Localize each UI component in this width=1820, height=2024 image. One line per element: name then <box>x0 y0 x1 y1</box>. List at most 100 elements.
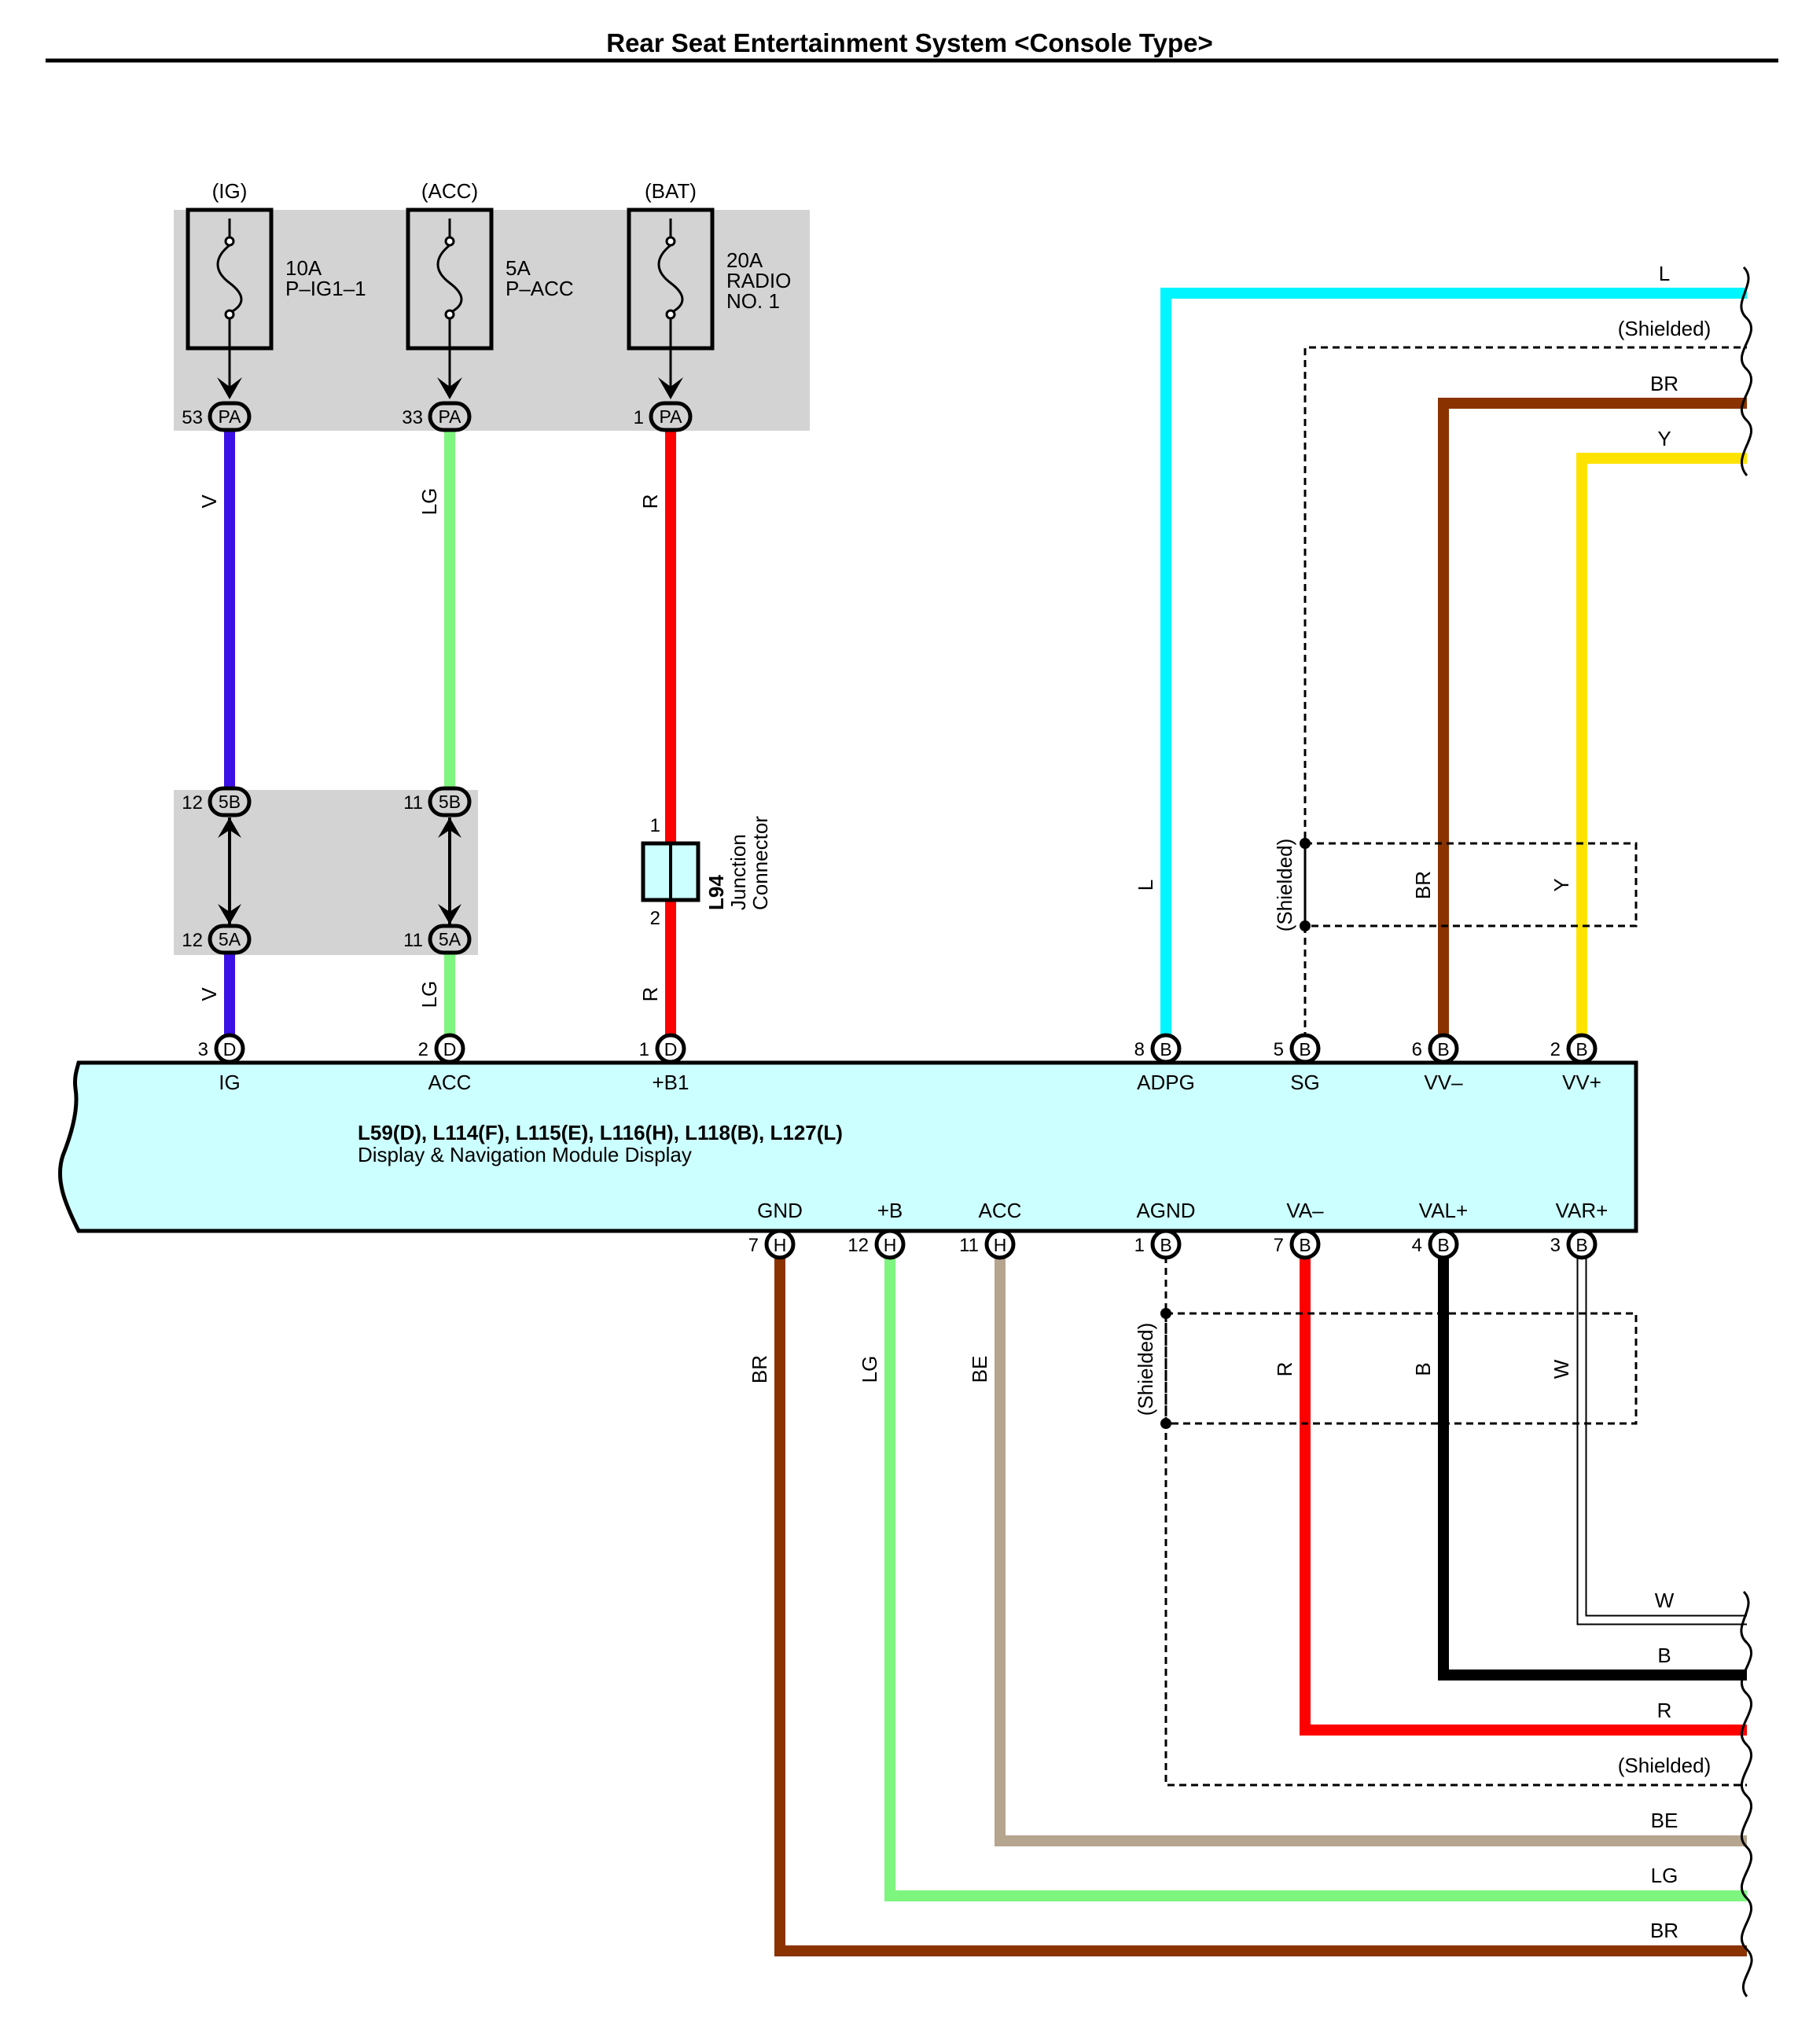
wire-r-va <box>1300 1256 1747 1736</box>
terminal-pin: 1 <box>1134 1235 1145 1256</box>
shield-upper <box>1303 346 1747 1039</box>
terminal-conn: H <box>884 1235 897 1255</box>
wire-br-gnd <box>774 1256 1747 1956</box>
wire-b-val <box>1438 1256 1747 1681</box>
terminal-name: ACC <box>428 1071 472 1094</box>
terminal-conn: D <box>443 1039 457 1060</box>
fuse-terminal <box>665 309 676 320</box>
wire-label-l: L <box>1134 880 1157 891</box>
module-ids: L59(D), L114(F), L115(E), L116(H), L118(… <box>358 1121 843 1144</box>
connector-id: L94 <box>704 875 728 910</box>
fuse-rating: 10A <box>285 256 322 280</box>
connector-code: PA <box>439 406 462 427</box>
connector-name: Connector <box>748 816 772 910</box>
connector-pin: 1 <box>634 407 644 428</box>
terminal-pin: 4 <box>1412 1235 1422 1256</box>
wire-label-lg: LG <box>858 1356 881 1383</box>
fuse-rating: 5A <box>506 256 531 280</box>
shield-node <box>1300 920 1311 931</box>
arrow-icon <box>658 377 683 399</box>
fuse-rating: 20A <box>726 248 763 272</box>
terminal-pin: 3 <box>1550 1235 1561 1256</box>
terminal-conn: B <box>1160 1235 1171 1255</box>
connector-code: 5B <box>439 792 461 812</box>
terminal-vv-minus: B 6 VV– <box>1412 1033 1463 1094</box>
terminal-pin: 1 <box>639 1039 649 1060</box>
module-body <box>57 1060 1638 1233</box>
right-wire-label-br: BR <box>1650 1919 1678 1942</box>
terminal-adpg: B 8 ADPG <box>1134 1033 1195 1094</box>
terminal-acc-h: ACC H 11 <box>959 1199 1021 1260</box>
terminal-pin: 7 <box>1274 1235 1284 1256</box>
arrow-icon <box>218 817 241 838</box>
wire-label-r: R <box>638 987 662 1002</box>
terminal-conn: B <box>1299 1235 1311 1255</box>
wire-break-icon <box>1740 266 1753 476</box>
terminal-conn: H <box>994 1235 1007 1255</box>
module-name: Display & Navigation Module Display <box>358 1143 692 1166</box>
terminal-plus-b: +B H 12 <box>847 1199 906 1260</box>
terminal-conn: B <box>1437 1235 1449 1255</box>
right-wire-label-w: W <box>1655 1589 1675 1612</box>
terminal-pin: 3 <box>198 1039 208 1060</box>
shield-box-lower <box>1164 1312 1638 1425</box>
junction-connector-l94: 1 2 L94 Junction Connector <box>641 815 772 929</box>
right-wire-label-shielded: (Shielded) <box>1618 317 1712 340</box>
terminal-ig: D 3 IG <box>198 1033 245 1094</box>
terminal-name: +B1 <box>653 1071 689 1094</box>
wire-label-r: R <box>1273 1362 1296 1377</box>
shield-node <box>1160 1308 1171 1319</box>
connector-pin: 1 <box>650 815 660 836</box>
terminal-name: VAR+ <box>1556 1199 1609 1222</box>
right-wire-label-lg: LG <box>1651 1864 1678 1887</box>
terminal-name: SG <box>1290 1071 1320 1094</box>
terminal-name: VV– <box>1424 1071 1463 1094</box>
terminal-pin: 2 <box>1550 1039 1561 1060</box>
wire-label-y: Y <box>1550 878 1573 891</box>
fuse-element <box>436 244 463 314</box>
fuse-bat: (BAT) 20A RADIO NO. 1 <box>627 179 791 399</box>
connector-pa-1: PA 1 <box>634 401 693 432</box>
fuse-supply-label: (IG) <box>212 179 248 203</box>
terminal-val-plus: VAL+ B 4 <box>1412 1199 1468 1260</box>
wire-label-br: BR <box>1411 871 1435 899</box>
terminal-pin: 5 <box>1274 1039 1284 1060</box>
connector-pa-33: PA 33 <box>402 401 472 432</box>
terminal-name: IG <box>219 1071 240 1094</box>
arrow-icon <box>438 817 461 838</box>
fuse-terminal <box>665 236 676 247</box>
connector-pin: 12 <box>182 792 203 814</box>
terminal-va-minus: VA– B 7 <box>1274 1199 1324 1260</box>
shield-box-upper <box>1303 842 1638 928</box>
arrow-icon <box>437 377 462 399</box>
terminal-vv-plus: B 2 VV+ <box>1550 1033 1601 1094</box>
connector-pin: 33 <box>402 407 423 428</box>
wire-l <box>1160 288 1747 1039</box>
shield-node <box>1300 838 1311 849</box>
right-wire-label-b: B <box>1657 1644 1671 1667</box>
right-wire-label-y: Y <box>1657 427 1671 450</box>
fuse-name: P–IG1–1 <box>285 277 366 300</box>
diagram-title: Rear Seat Entertainment System <Console … <box>606 28 1213 57</box>
shield-node <box>1160 1418 1171 1429</box>
connector-name: Junction <box>726 834 750 910</box>
terminal-name: ADPG <box>1137 1071 1195 1094</box>
wire-label-v: V <box>197 494 221 509</box>
wire-label-r: R <box>638 494 662 509</box>
terminal-pin: 6 <box>1412 1039 1422 1060</box>
junction-5b-5a-v: 5B 12 5A 12 <box>182 786 252 955</box>
connector-pin: 2 <box>650 908 660 929</box>
wire-break-icon <box>1740 1590 1753 1997</box>
wire-label-lg: LG <box>417 488 441 516</box>
connector-pin: 11 <box>403 792 423 814</box>
wire-label-v: V <box>197 987 221 1001</box>
terminal-conn: D <box>664 1039 678 1060</box>
fuse-name: P–ACC <box>506 277 574 300</box>
wire-label-shielded: (Shielded) <box>1273 839 1296 932</box>
terminal-conn: B <box>1299 1039 1311 1060</box>
connector-code: 5A <box>219 929 241 950</box>
wire-w-var <box>1576 1256 1747 1625</box>
terminal-pin: 2 <box>418 1039 428 1060</box>
terminal-gnd: GND H 7 <box>748 1199 803 1260</box>
